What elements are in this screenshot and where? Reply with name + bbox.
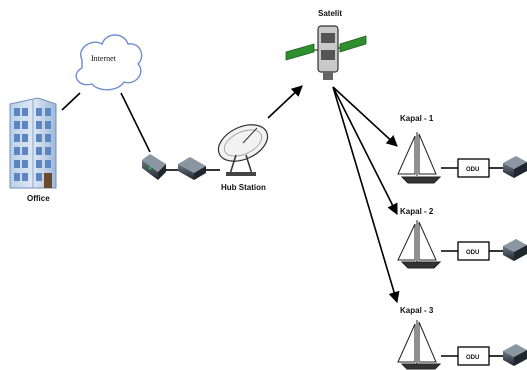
ship-label: Kapal - 1 [400,114,434,123]
sailboat-icon [397,220,442,269]
office-label: Office [27,194,50,203]
ships: Kapal - 1 ODU Kapal - 2 ODU [397,114,527,370]
ship-label: Kapal - 2 [400,207,434,216]
link-internet-router [120,92,151,153]
satellite-icon [285,25,367,80]
modem-icon [503,156,527,178]
modem-icon [503,239,527,261]
odu-box: ODU [457,346,490,366]
modem-icon [178,157,206,180]
link-hub-satellite [267,85,303,119]
odu-box: ODU [457,241,490,261]
link-satellite-ship-2 [332,86,398,216]
odu-label: ODU [466,167,479,173]
internet-label: Internet [91,54,117,63]
odu-box: ODU [457,158,490,178]
modem-icon [503,344,527,366]
hub-station-label: Hub Station [221,183,266,192]
link-satellite-ship-3 [332,86,400,304]
link-satellite-ship-1 [332,86,398,147]
office-building-icon [9,97,57,189]
ship-label: Kapal - 3 [400,306,434,315]
sailboat-icon [397,320,442,370]
satellite-label: Satelit [318,9,342,18]
satellite-dish-icon [217,124,269,176]
connections [61,85,503,357]
sailboat-icon [397,132,442,184]
internet-cloud-icon [75,34,143,91]
odu-label: ODU [466,355,479,361]
link-office-internet [61,92,81,111]
router-icon [142,154,166,180]
odu-label: ODU [466,250,479,256]
